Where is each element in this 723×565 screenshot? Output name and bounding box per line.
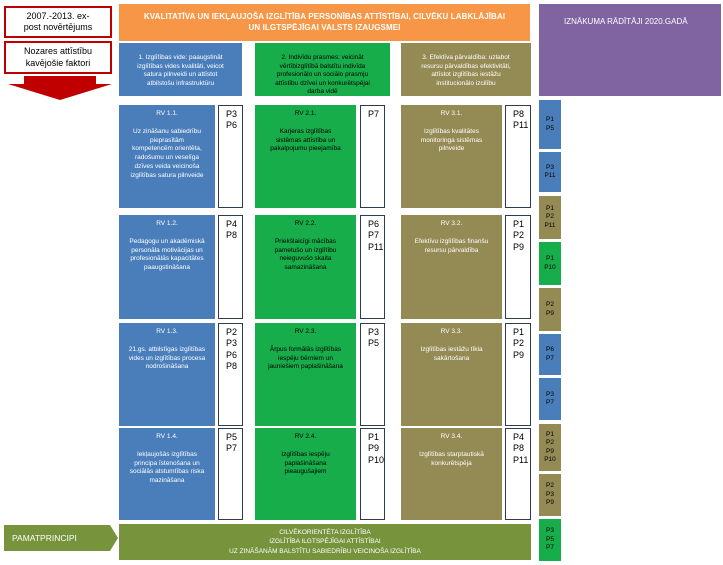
indicator-ref-box: P3 P5 <box>360 323 385 426</box>
indicator-box: P3 P7 <box>539 378 561 420</box>
objective-effective-governance: 3. Efektīva pārvaldība: uzlabot resursu … <box>401 43 531 96</box>
objective-individual-skills: 2. Indivīdu prasmes: veicināt vērtībizgl… <box>255 43 390 96</box>
objective-text: 3. Efektīva pārvaldība: uzlabot resursu … <box>421 54 511 87</box>
action-id: RV 3.2. <box>440 220 463 227</box>
down-arrow-icon <box>8 76 112 100</box>
action-id: RV 1.2. <box>156 220 178 227</box>
indicator-ref-box: P4 P8 P11 <box>505 428 531 520</box>
principles-bar: CILVĒKORIENTĒTA IZGLĪTĪBA IZGLĪTĪBA ILGT… <box>119 524 531 560</box>
action-description: Izglītības starptautiskā konkurētspēja <box>419 450 484 467</box>
action-id: RV 2.2. <box>294 220 317 227</box>
objective-education-environment: 1. Izglītības vide: paaugstināt izglītīb… <box>119 43 242 96</box>
hindering-factors-box: Nozares attīstību kavējošie faktori <box>4 41 112 74</box>
action-id: RV 3.3. <box>440 328 463 335</box>
indicator-box: P2 P9 <box>539 288 561 331</box>
action-description: 21.gs. atbilstīgas izglītības vides un i… <box>128 345 206 371</box>
action-box-rv-3-4: RV 3.4. Izglītības starptautiskā konkurē… <box>401 428 502 520</box>
action-box-rv-2-3: RV 2.3. Ārpus formālās izglītības iespēj… <box>255 323 356 426</box>
action-id: RV 1.1. <box>156 110 178 117</box>
action-box-rv-3-1: RV 3.1. Izglītības kvalitātes monitoring… <box>401 105 502 208</box>
hindering-factors-text: Nozares attīstību kavējošie faktori <box>23 46 93 68</box>
principles-label-arrow: PAMATPRINCIPI <box>4 525 118 551</box>
indicator-ref-box: P3 P6 <box>218 105 243 208</box>
action-id: RV 1.3. <box>156 328 178 335</box>
principles-text: CILVĒKORIENTĒTA IZGLĪTĪBA IZGLĪTĪBA ILGT… <box>229 529 421 555</box>
action-description: Pedagogu un akadēmiskā personāla motivāc… <box>129 237 205 272</box>
action-id: RV 2.4. <box>294 433 317 440</box>
indicator-ref-box: P5 P7 <box>218 428 243 520</box>
indicator-ref-box: P8 P11 <box>505 105 531 208</box>
action-id: RV 2.3. <box>294 328 317 335</box>
indicator-box: P1 P5 <box>539 100 561 149</box>
indicator-box: P3 P5 P7 <box>539 519 561 561</box>
indicator-ref-box: P1 P2 P9 <box>505 323 531 426</box>
indicator-ref-box: P7 <box>360 105 385 208</box>
indicator-box: P1 P2 P9 P10 <box>539 424 561 471</box>
objective-text: 1. Izglītības vide: paaugstināt izglītīb… <box>137 54 224 87</box>
action-box-rv-2-4: RV 2.4. Izglītības iespēju paplašināšana… <box>255 428 356 520</box>
action-description: Izglītības iestāžu tīkla sakārtošana <box>420 345 483 362</box>
indicator-ref-box: P4 P8 <box>218 215 243 319</box>
indicators-banner: IZNĀKUMA RĀDĪTĀJI 2020.GADĀ <box>539 4 721 96</box>
action-description: Izglītības iespēju paplašināšana pieaugu… <box>281 450 330 476</box>
indicator-box: P1 P10 <box>539 242 561 285</box>
header-title: KVALITATĪVA UN IEKĻAUJOŠA IZGLĪTĪBA PERS… <box>143 11 506 32</box>
action-description: Iekļaujošās izglītības principa īstenoša… <box>129 450 205 485</box>
indicator-box: P3 P11 <box>539 152 561 192</box>
action-description: Ārpus formālās izglītības iespēju bērnie… <box>268 345 343 371</box>
objective-text: 2. Indivīdu prasmes: veicināt vērtībizgl… <box>275 54 370 96</box>
action-box-rv-2-1: RV 2.1. Karjeras izglītības sistēmas att… <box>255 105 356 208</box>
indicator-ref-box: P1 P2 P9 <box>505 215 531 319</box>
action-box-rv-2-2: RV 2.2. Priekšlaicīgi mācības pametušo u… <box>255 215 356 319</box>
action-id: RV 3.4. <box>440 433 463 440</box>
ex-post-evaluation-box: 2007.-2013. ex-post novērtējums <box>4 6 112 38</box>
action-description: Izglītības kvalitātes monitoringa sistēm… <box>420 127 483 153</box>
principles-label: PAMATPRINCIPI <box>12 533 77 543</box>
indicator-box: P2 P3 P9 <box>539 474 561 516</box>
indicator-ref-box: P6 P7 P11 <box>360 215 385 319</box>
ex-post-evaluation-text: 2007.-2013. ex-post novērtējums <box>23 10 93 32</box>
action-box-rv-3-2: RV 3.2. Efektīvu izglītības finanšu resu… <box>401 215 502 319</box>
action-id: RV 1.4. <box>156 433 178 440</box>
action-id: RV 3.1. <box>440 110 463 117</box>
indicator-box: P6 P7 <box>539 334 561 375</box>
action-box-rv-1-2: RV 1.2. Pedagogu un akadēmiskā personāla… <box>119 215 215 319</box>
action-box-rv-1-4: RV 1.4. Iekļaujošās izglītības principa … <box>119 428 215 520</box>
action-box-rv-3-3: RV 3.3. Izglītības iestāžu tīkla sakārto… <box>401 323 502 426</box>
header-banner: KVALITATĪVA UN IEKĻAUJOŠA IZGLĪTĪBA PERS… <box>119 4 530 41</box>
action-description: Priekšlaicīgi mācības pametušo un izglīt… <box>274 237 337 272</box>
action-description: Uz zināšanu sabiedrību pieprasītām kompe… <box>130 127 204 179</box>
action-description: Efektīvu izglītības finanšu resursu pārv… <box>414 237 489 254</box>
indicator-ref-box: P2 P3 P6 P8 <box>218 323 243 426</box>
action-box-rv-1-3: RV 1.3. 21.gs. atbilstīgas izglītības vi… <box>119 323 215 426</box>
action-description: Karjeras izglītības sistēmas attīstība u… <box>270 127 341 153</box>
indicator-ref-box: P1 P9 P10 <box>360 428 385 520</box>
action-box-rv-1-1: RV 1.1. Uz zināšanu sabiedrību pieprasīt… <box>119 105 215 208</box>
action-id: RV 2.1. <box>294 110 317 117</box>
indicator-box: P1 P2 P11 <box>539 196 561 239</box>
indicators-title: IZNĀKUMA RĀDĪTĀJI 2020.GADĀ <box>564 17 688 26</box>
